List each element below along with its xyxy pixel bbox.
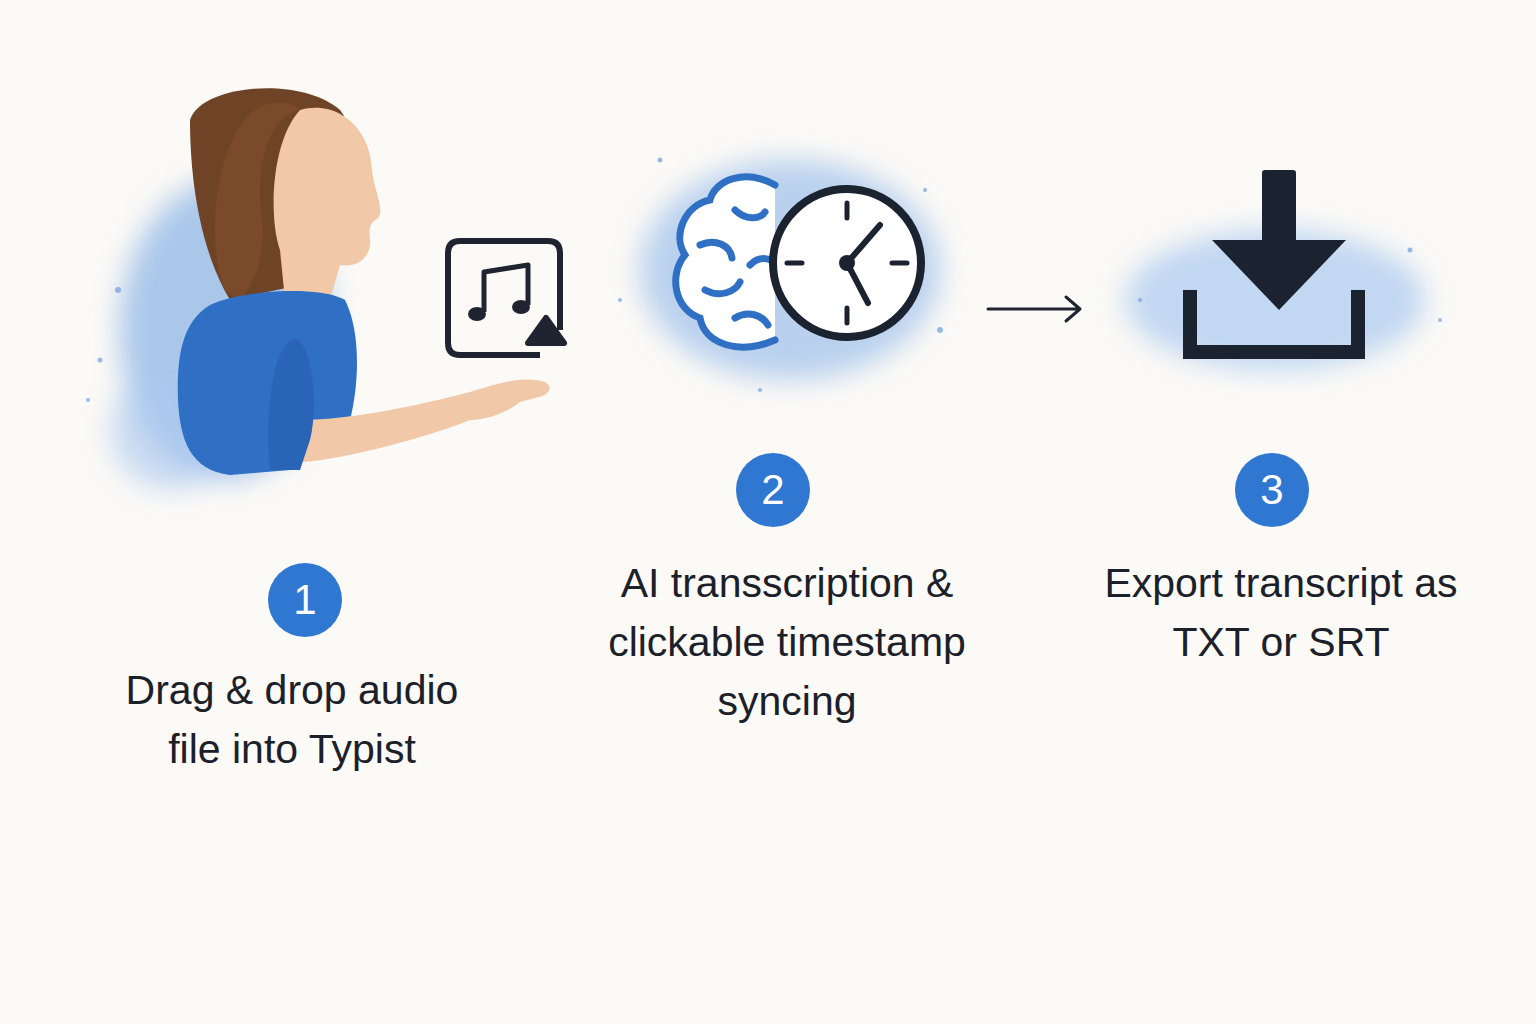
step-description: Drag & drop audio file into Typist <box>122 661 462 779</box>
brain-icon-part <box>705 282 740 294</box>
step-number: 3 <box>1260 469 1283 511</box>
download-icon-part <box>1212 240 1346 310</box>
audio-file-icon-part <box>512 300 530 314</box>
watercolor-wash-part <box>640 160 940 380</box>
watercolor-wash-part <box>1125 230 1425 370</box>
clock-icon <box>773 189 921 337</box>
step-description: Export transcript as TXT or SRT <box>1091 554 1471 672</box>
flow-arrow-part <box>988 297 1080 321</box>
watercolor-dots-part <box>937 327 943 333</box>
clock-icon-part <box>787 203 907 323</box>
step-description: AI transscription & clickable timestamp … <box>562 554 1012 731</box>
woman-figure-part <box>215 103 300 301</box>
watercolor-dots-part <box>923 188 927 192</box>
step-number: 2 <box>761 469 784 511</box>
watercolor-dots-part <box>1408 248 1413 253</box>
brain-icon-part <box>676 177 775 347</box>
watercolor-dots-part <box>115 287 121 293</box>
step-number-circle: 1 <box>268 563 342 637</box>
flow-arrow <box>988 297 1080 321</box>
audio-file-icon-part <box>528 318 564 343</box>
watercolor-dots-part <box>758 388 762 392</box>
audio-file-icon <box>448 241 564 355</box>
clock-icon-part <box>773 189 921 337</box>
watercolor-dots-part <box>86 398 90 402</box>
woman-figure-part <box>274 108 381 300</box>
brain-icon-part <box>735 210 765 218</box>
brain-icon-part <box>735 314 768 325</box>
woman-figure-part <box>268 339 314 470</box>
woman-figure-part <box>289 380 550 462</box>
watercolor-dots-part <box>618 298 622 302</box>
download-icon-part <box>1262 170 1296 250</box>
step-number-circle: 3 <box>1235 453 1309 527</box>
watercolor-dots-part <box>658 158 663 163</box>
brain-icon <box>676 177 775 347</box>
watercolor-dots-part <box>1438 318 1442 322</box>
audio-file-icon-part <box>468 307 486 321</box>
watercolor-dots-part <box>98 358 103 363</box>
woman-figure <box>178 88 550 475</box>
watercolor-dots-part <box>1138 298 1142 302</box>
brain-icon-part <box>700 242 732 258</box>
step-number: 1 <box>293 579 316 621</box>
download-icon <box>1190 170 1358 352</box>
clock-icon-part <box>839 255 855 271</box>
download-icon-part <box>1190 290 1358 352</box>
step-number-circle: 2 <box>736 453 810 527</box>
